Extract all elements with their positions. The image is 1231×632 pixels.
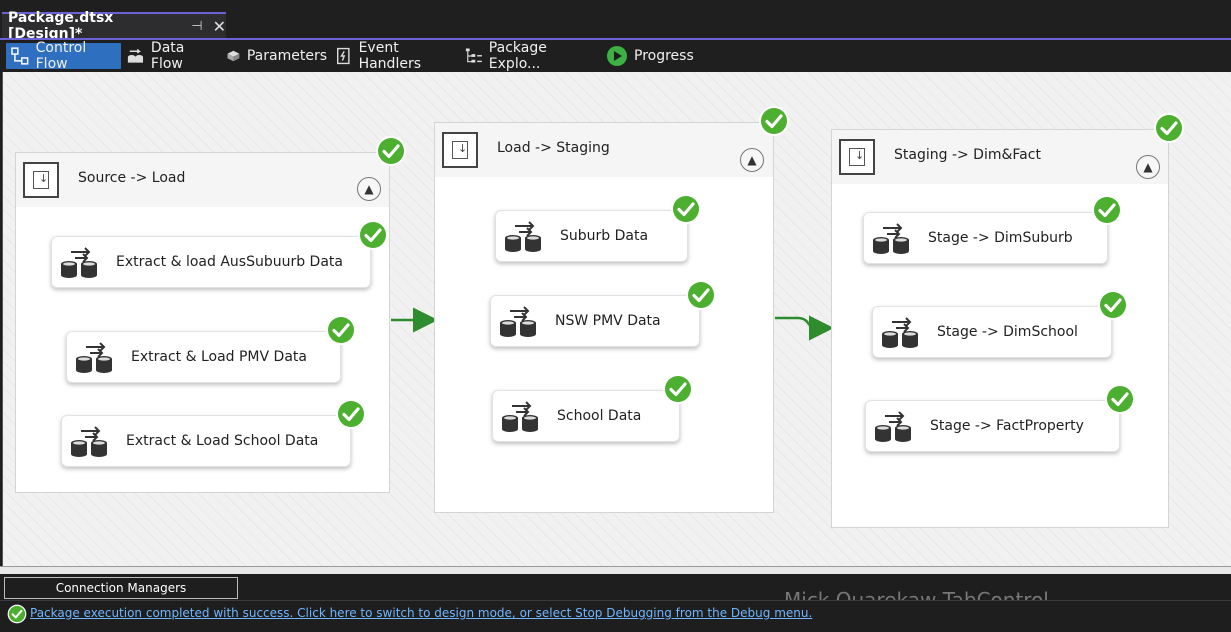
data-flow-task-icon: [874, 411, 912, 443]
task-stage-dimschool[interactable]: Stage -> DimSchool: [872, 306, 1112, 358]
tab-progress[interactable]: Progress: [602, 43, 694, 69]
connection-managers-tab[interactable]: Connection Managers: [4, 577, 238, 599]
task-nsw-pmv-data[interactable]: NSW PMV Data: [490, 295, 700, 347]
task-label: Stage -> FactProperty: [930, 418, 1084, 434]
progress-play-icon: [607, 46, 627, 66]
data-flow-task-icon: [501, 401, 539, 433]
task-label: Stage -> DimSuburb: [928, 230, 1073, 246]
task-label: School Data: [557, 408, 642, 424]
success-check-icon: [662, 373, 694, 405]
tab-progress-label: Progress: [634, 48, 694, 64]
task-label: Extract & load AusSubuurb Data: [116, 254, 343, 270]
collapse-chevron-up-icon[interactable]: ▲: [740, 148, 764, 172]
collapse-chevron-up-icon[interactable]: ▲: [1136, 155, 1160, 179]
control-flow-canvas[interactable]: ↓ Source -> Load ▲ ↓ Load -> Staging ▲ ↓…: [2, 72, 1231, 566]
tab-control-flow[interactable]: Control Flow: [6, 40, 121, 72]
sequence-container-icon: ↓: [442, 132, 478, 168]
task-stage-dimsuburb[interactable]: Stage -> DimSuburb: [863, 212, 1108, 264]
task-suburb-data[interactable]: Suburb Data: [495, 210, 688, 262]
tab-package-explorer-label: Package Explo...: [488, 40, 547, 72]
watermark-text: Mick Quarekaw TabControl: [784, 588, 1049, 603]
success-check-icon: [758, 105, 790, 137]
task-extract-load-pmv[interactable]: Extract & Load PMV Data: [66, 331, 341, 383]
data-flow-task-icon: [504, 221, 542, 253]
container-header: ↓ Source -> Load ▲: [16, 153, 389, 207]
container-header: ↓ Staging -> Dim&Fact ▲: [832, 130, 1168, 184]
success-check-icon: [685, 279, 717, 311]
collapse-chevron-up-icon[interactable]: ▲: [357, 177, 381, 201]
success-check-icon: [1097, 289, 1129, 321]
parameters-icon: [227, 50, 240, 62]
container-header: ↓ Load -> Staging ▲: [435, 123, 773, 177]
task-label: Extract & Load PMV Data: [131, 349, 307, 365]
canvas-splitter[interactable]: [0, 566, 1231, 574]
task-extract-load-aussuburb[interactable]: Extract & load AusSubuurb Data: [51, 236, 371, 288]
task-stage-factproperty[interactable]: Stage -> FactProperty: [865, 400, 1120, 452]
tab-parameters[interactable]: Parameters: [222, 43, 327, 69]
success-check-icon: [7, 604, 27, 624]
status-message-link[interactable]: Package execution completed with success…: [30, 606, 813, 620]
event-handlers-icon: [337, 47, 350, 65]
package-explorer-icon: [465, 48, 482, 63]
success-check-icon: [357, 219, 389, 251]
control-flow-icon: [11, 47, 29, 65]
success-check-icon: [1153, 112, 1185, 144]
tab-event-handlers[interactable]: Event Handlers: [330, 40, 458, 72]
container-title: Staging -> Dim&Fact: [894, 147, 1041, 163]
tab-data-flow-label: Data Flow: [150, 40, 185, 72]
connection-managers-bar: Connection Managers Mick Quarekaw TabCon…: [0, 574, 1231, 603]
status-bar: Package execution completed with success…: [0, 600, 1231, 632]
tab-package-explorer[interactable]: Package Explo...: [460, 40, 596, 72]
tab-control-flow-label: Control Flow: [35, 40, 87, 72]
task-school-data[interactable]: School Data: [492, 390, 680, 442]
task-extract-load-school[interactable]: Extract & Load School Data: [61, 415, 351, 467]
data-flow-task-icon: [75, 342, 113, 374]
document-tab[interactable]: Package.dtsx [Design]* ⊣ ✕: [2, 10, 226, 42]
tab-parameters-label: Parameters: [246, 48, 327, 64]
pin-icon[interactable]: ⊣: [191, 18, 203, 34]
tab-accent-line: [0, 38, 1231, 40]
task-label: NSW PMV Data: [555, 313, 661, 329]
tab-event-handlers-label: Event Handlers: [358, 40, 421, 72]
data-flow-task-icon: [881, 317, 919, 349]
task-label: Extract & Load School Data: [126, 433, 319, 449]
container-title: Load -> Staging: [497, 140, 610, 156]
data-flow-task-icon: [70, 426, 108, 458]
constraint-staging-to-dimfact[interactable]: [775, 315, 834, 341]
tab-data-flow[interactable]: Data Flow: [122, 40, 217, 72]
success-check-icon: [670, 193, 702, 225]
success-check-icon: [335, 398, 367, 430]
data-flow-icon: [127, 48, 144, 63]
data-flow-task-icon: [499, 306, 537, 338]
data-flow-task-icon: [872, 223, 910, 255]
success-check-icon: [1104, 383, 1136, 415]
success-check-icon: [375, 135, 407, 167]
success-check-icon: [325, 314, 357, 346]
document-tabstrip: Package.dtsx [Design]* ⊣ ✕: [0, 0, 1231, 42]
sequence-container-icon: ↓: [23, 162, 59, 198]
sequence-container-icon: ↓: [839, 139, 875, 175]
task-label: Stage -> DimSchool: [937, 324, 1078, 340]
data-flow-task-icon: [60, 247, 98, 279]
close-icon[interactable]: ✕: [212, 16, 226, 36]
container-title: Source -> Load: [78, 170, 186, 186]
success-check-icon: [1091, 194, 1123, 226]
task-label: Suburb Data: [560, 228, 649, 244]
designer-tab-toolbar: Control Flow Data Flow Parameters Event …: [0, 40, 1231, 72]
